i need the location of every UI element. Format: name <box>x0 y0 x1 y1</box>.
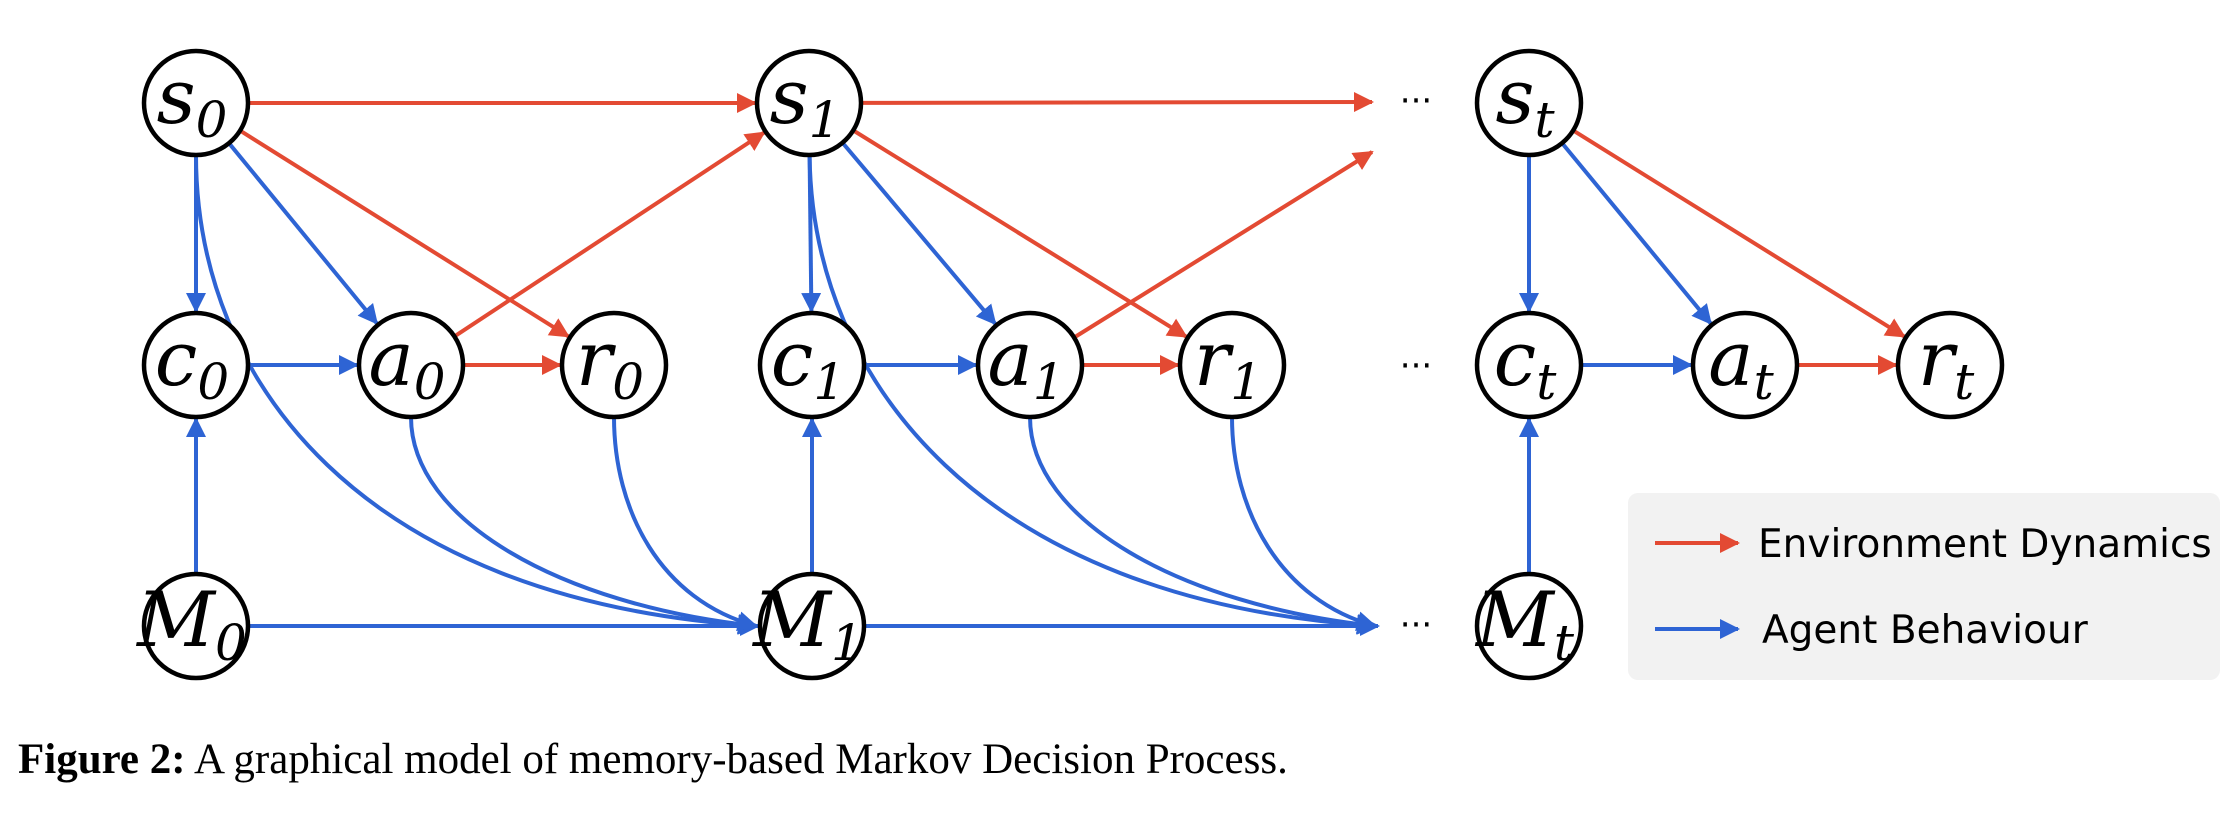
node-label-M1: M1 <box>751 575 863 672</box>
figure-caption: Figure 2: A graphical model of memory-ba… <box>18 735 1288 784</box>
node-rt: rt <box>1895 310 2005 420</box>
node-label-M0: M0 <box>135 575 247 672</box>
node-at: at <box>1690 310 1800 420</box>
edge-s0-to-a0 <box>227 141 379 325</box>
ellipsis-memory-row: ··· <box>1400 605 1432 645</box>
edge-st-to-at <box>1560 141 1713 325</box>
edges <box>186 92 1906 636</box>
node-circle-M0 <box>141 571 251 681</box>
edge-a0-to-M1 <box>409 416 758 635</box>
edge-a1-to-ellipsis-M <box>1028 416 1377 635</box>
node-circle-at <box>1690 310 1800 420</box>
node-circle-ct <box>1474 310 1584 420</box>
edge-s1-to-a1 <box>840 141 997 326</box>
caption-label: Figure 2: <box>18 736 186 783</box>
node-label-c0: c0 <box>155 314 229 411</box>
node-circle-a1 <box>975 310 1085 420</box>
node-circle-st <box>1474 48 1584 158</box>
node-label-a0: a0 <box>368 314 445 411</box>
node-label-Mt: Mt <box>1474 575 1575 672</box>
node-label-r0: r0 <box>576 314 644 411</box>
node-M1: M1 <box>751 571 867 681</box>
node-r1: r1 <box>1177 310 1287 420</box>
node-label-at: at <box>1708 314 1774 411</box>
node-label-c1: c1 <box>771 314 845 411</box>
node-circle-r0 <box>559 310 669 420</box>
legend-box <box>1628 493 2220 680</box>
node-a1: a1 <box>975 310 1085 420</box>
edge-s1-to-ellipsis-s <box>860 92 1374 113</box>
node-circle-r1 <box>1177 310 1287 420</box>
node-circle-s0 <box>141 48 251 158</box>
node-label-s1: s1 <box>770 52 841 149</box>
node-circle-Mt <box>1474 571 1584 681</box>
legend-agent-label: Agent Behaviour <box>1762 608 2089 653</box>
ellipsis-state-row: ··· <box>1400 81 1432 121</box>
edge-s0-to-M1 <box>194 154 758 635</box>
node-circle-s1 <box>754 48 864 158</box>
legend: Environment Dynamics Agent Behaviour <box>1628 493 2220 680</box>
edge-s0-to-r0 <box>238 128 570 339</box>
node-c1: c1 <box>757 310 867 420</box>
node-label-r1: r1 <box>1194 314 1262 411</box>
node-M0: M0 <box>135 571 251 681</box>
ellipsis-middle-row: ··· <box>1400 346 1432 386</box>
node-ct: ct <box>1474 310 1584 420</box>
edge-a0-to-s1 <box>453 131 766 339</box>
node-label-ct: ct <box>1494 314 1558 411</box>
edge-s1-to-r1 <box>852 128 1188 339</box>
node-r0: r0 <box>559 310 669 420</box>
node-circle-M1 <box>757 571 867 681</box>
node-a0: a0 <box>356 310 466 420</box>
node-label-a1: a1 <box>987 314 1064 411</box>
ellipsis-marks: ··· ··· ··· <box>1400 81 1432 645</box>
node-s1: s1 <box>754 48 864 158</box>
node-circle-c1 <box>757 310 867 420</box>
node-st: st <box>1474 48 1584 158</box>
node-Mt: Mt <box>1474 571 1584 681</box>
edge-s1-to-ellipsis-M <box>807 154 1377 635</box>
node-circle-c0 <box>141 310 251 420</box>
caption-text: A graphical model of memory-based Markov… <box>193 736 1288 783</box>
edge-st-to-rt <box>1572 128 1906 339</box>
node-label-rt: rt <box>1918 314 1975 411</box>
edge-r1-to-ellipsis-M <box>1230 416 1377 631</box>
edge-r0-to-M1 <box>612 416 758 631</box>
node-label-s0: s0 <box>157 52 228 149</box>
node-c0: c0 <box>141 310 251 420</box>
node-s0: s0 <box>141 48 251 158</box>
node-label-st: st <box>1495 52 1555 149</box>
node-circle-a0 <box>356 310 466 420</box>
legend-environment-label: Environment Dynamics <box>1758 522 2212 567</box>
edge-a1-to-ellipsis-s <box>1073 150 1374 340</box>
node-circle-rt <box>1895 310 2005 420</box>
